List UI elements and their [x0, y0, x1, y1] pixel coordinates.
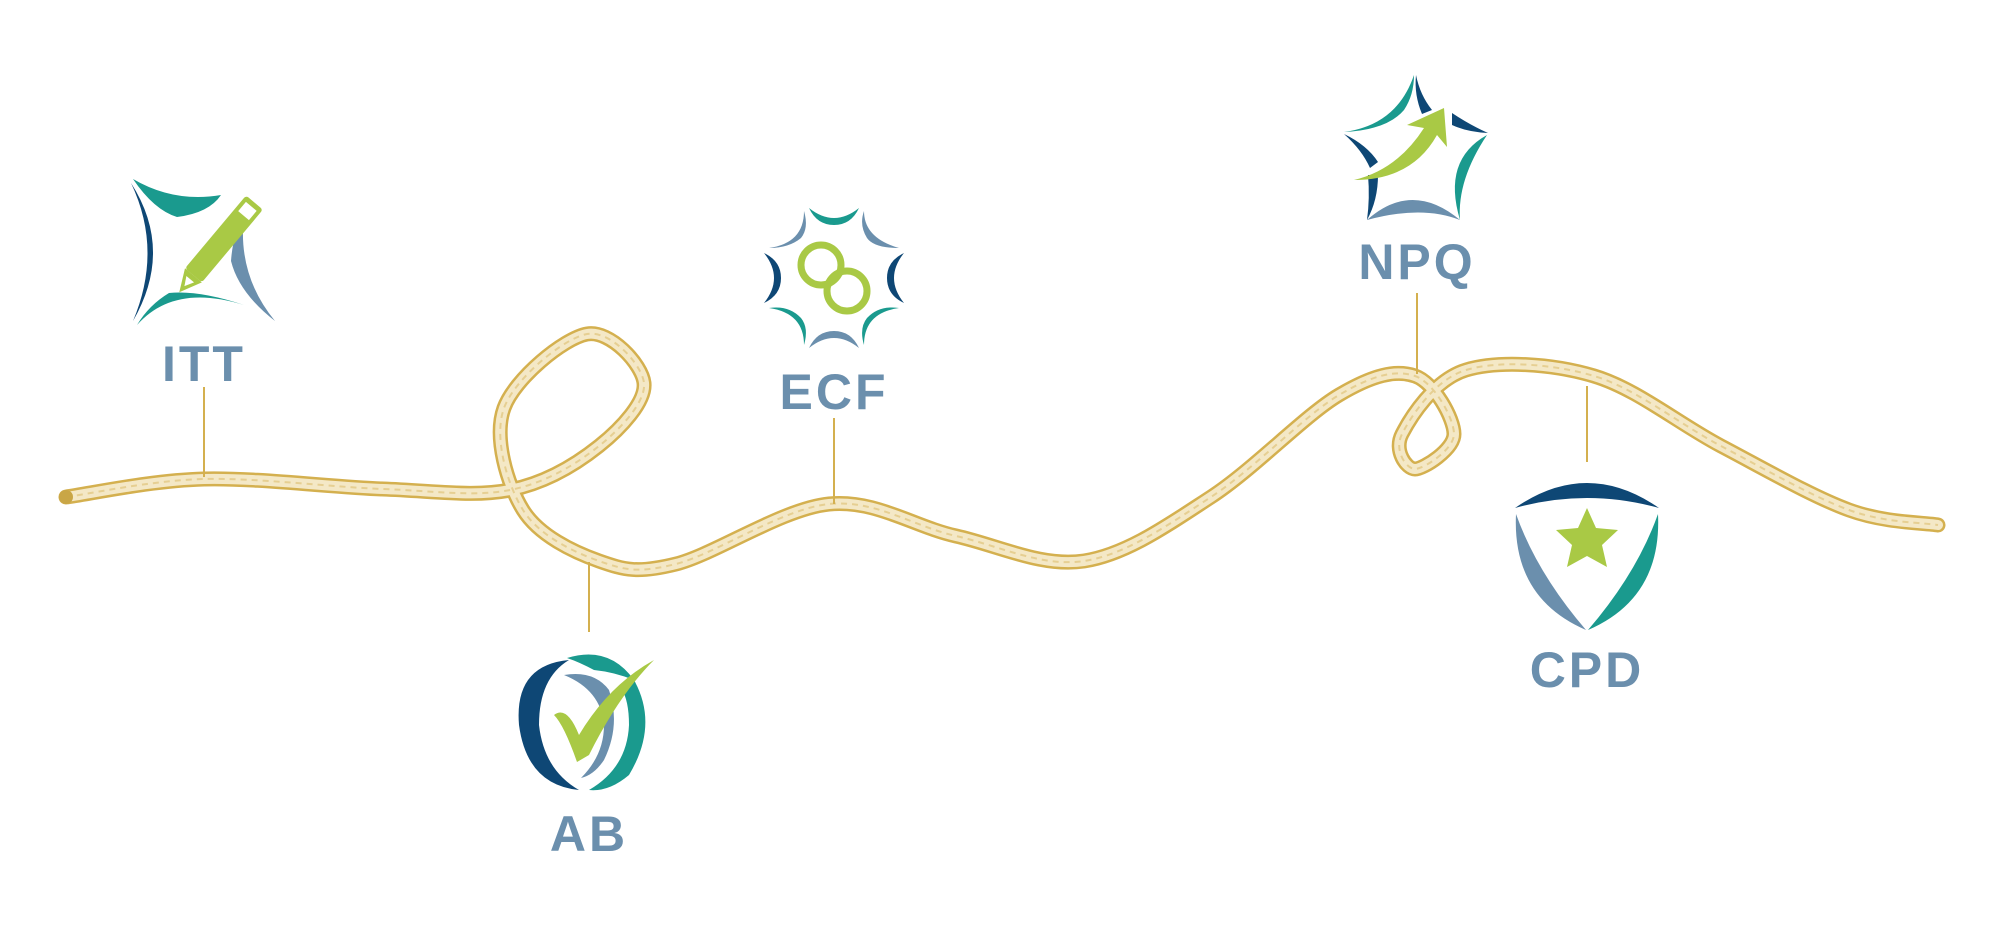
checkmark-circle-icon [518, 654, 654, 791]
stage-itt: ITT [84, 165, 324, 389]
itt-connector-line [203, 387, 205, 477]
stage-ecf: ECF [714, 203, 954, 417]
stage-cpd: CPD [1467, 478, 1707, 695]
rope-end-cap [59, 490, 73, 504]
cpd-connector-line [1586, 386, 1588, 462]
stage-label-npq: NPQ [1358, 234, 1476, 290]
stage-ab: AB [469, 650, 709, 859]
stage-label-ecf: ECF [779, 364, 889, 420]
stage-label-itt: ITT [162, 336, 246, 392]
linked-rings-icon [764, 208, 904, 348]
star-shield-icon [1515, 483, 1659, 630]
stage-label-cpd: CPD [1529, 642, 1645, 698]
npq-connector-line [1416, 293, 1418, 374]
pencil-star-icon [131, 179, 275, 325]
arrow-star-icon [1344, 75, 1488, 220]
ecf-connector-line [833, 418, 835, 504]
ab-connector-line [588, 562, 590, 632]
stage-npq: NPQ [1297, 70, 1537, 287]
stage-label-ab: AB [549, 806, 629, 862]
